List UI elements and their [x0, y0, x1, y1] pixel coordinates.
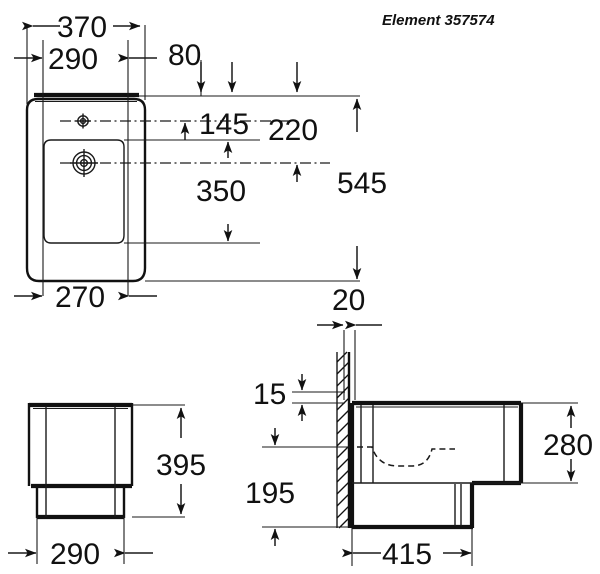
dim-290-front: 290 [8, 538, 153, 571]
front-body-sides [27, 403, 134, 486]
dim-220-label: 220 [268, 114, 318, 147]
dim-145: 145 [180, 108, 249, 141]
dim-270: 270 [14, 281, 157, 314]
front-view: 395 290 [8, 402, 206, 571]
basin-outer-outline [25, 97, 147, 283]
dim-350: 350 [196, 141, 246, 242]
dim-280: 280 [543, 405, 593, 482]
side-bowl-hidden-profile [357, 446, 455, 467]
element-title: Element 357574 [382, 12, 495, 29]
front-pedestal-sides [35, 486, 126, 518]
dim-290-front-label: 290 [50, 538, 100, 571]
top-view: 370 290 80 [14, 11, 387, 314]
dim-350-label: 350 [196, 175, 246, 208]
dim-15-label: 15 [253, 378, 286, 411]
dim-20: 20 [317, 284, 382, 330]
title-block: Element 357574 [382, 12, 495, 29]
dim-195: 195 [245, 428, 295, 546]
dim-395: 395 [156, 407, 206, 515]
dim-545: 545 [337, 98, 387, 280]
dim-80-label: 80 [168, 39, 201, 72]
dim-220: 220 [268, 114, 318, 182]
dim-370-label: 370 [57, 11, 107, 44]
dim-20-label: 20 [332, 284, 365, 317]
dim-280-label: 280 [543, 429, 593, 462]
wall-hatch [336, 351, 351, 529]
dim-270-label: 270 [55, 281, 105, 314]
side-view: 20 15 195 280 [245, 284, 593, 571]
basin-bowl-outline [43, 139, 125, 244]
dim-290: 290 [14, 43, 157, 76]
dim-195-label: 195 [245, 477, 295, 510]
dim-415: 415 [342, 538, 472, 571]
dim-395-label: 395 [156, 449, 206, 482]
dim-370: 370 [22, 11, 141, 44]
dim-545-label: 545 [337, 167, 387, 200]
dim-15: 15 [253, 374, 307, 421]
dim-415-label: 415 [382, 538, 432, 571]
dim-145-label: 145 [199, 108, 249, 141]
dim-80: 80 [168, 39, 206, 96]
dim-290-label: 290 [48, 43, 98, 76]
